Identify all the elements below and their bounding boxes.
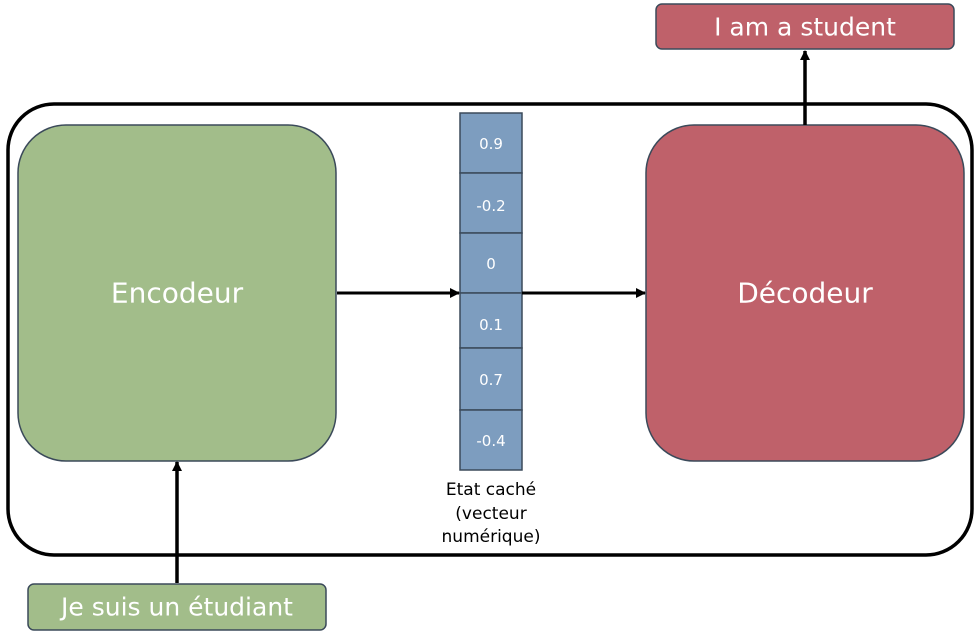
vector-cell <box>459 409 523 471</box>
vector-cell-value: 0.1 <box>479 316 503 334</box>
hidden-state-caption-line-2: (vecteur <box>455 504 526 524</box>
decoder-label: Décodeur <box>737 277 873 310</box>
input-sentence-text: Je suis un étudiant <box>59 593 293 622</box>
hidden-state-vector: 0.9 -0.2 0 0.1 0.7 -0.4 <box>459 112 523 471</box>
hidden-state-caption-line-3: numérique) <box>442 527 541 547</box>
input-sentence-box <box>27 583 327 631</box>
vector-cell-value: 0 <box>486 255 496 273</box>
vector-cell-value: -0.4 <box>476 432 505 450</box>
model-container <box>6 102 974 557</box>
output-sentence-box <box>655 3 955 50</box>
vector-cell-value: -0.2 <box>476 197 505 215</box>
vector-cell-value: 0.9 <box>479 135 503 153</box>
vector-cell <box>459 112 523 174</box>
hidden-state-caption-line-1: Etat caché <box>446 480 536 500</box>
vector-cell <box>459 172 523 234</box>
vector-cell-value: 0.7 <box>479 371 503 389</box>
encoder-label: Encodeur <box>111 277 244 310</box>
output-sentence-text: I am a student <box>714 13 896 42</box>
